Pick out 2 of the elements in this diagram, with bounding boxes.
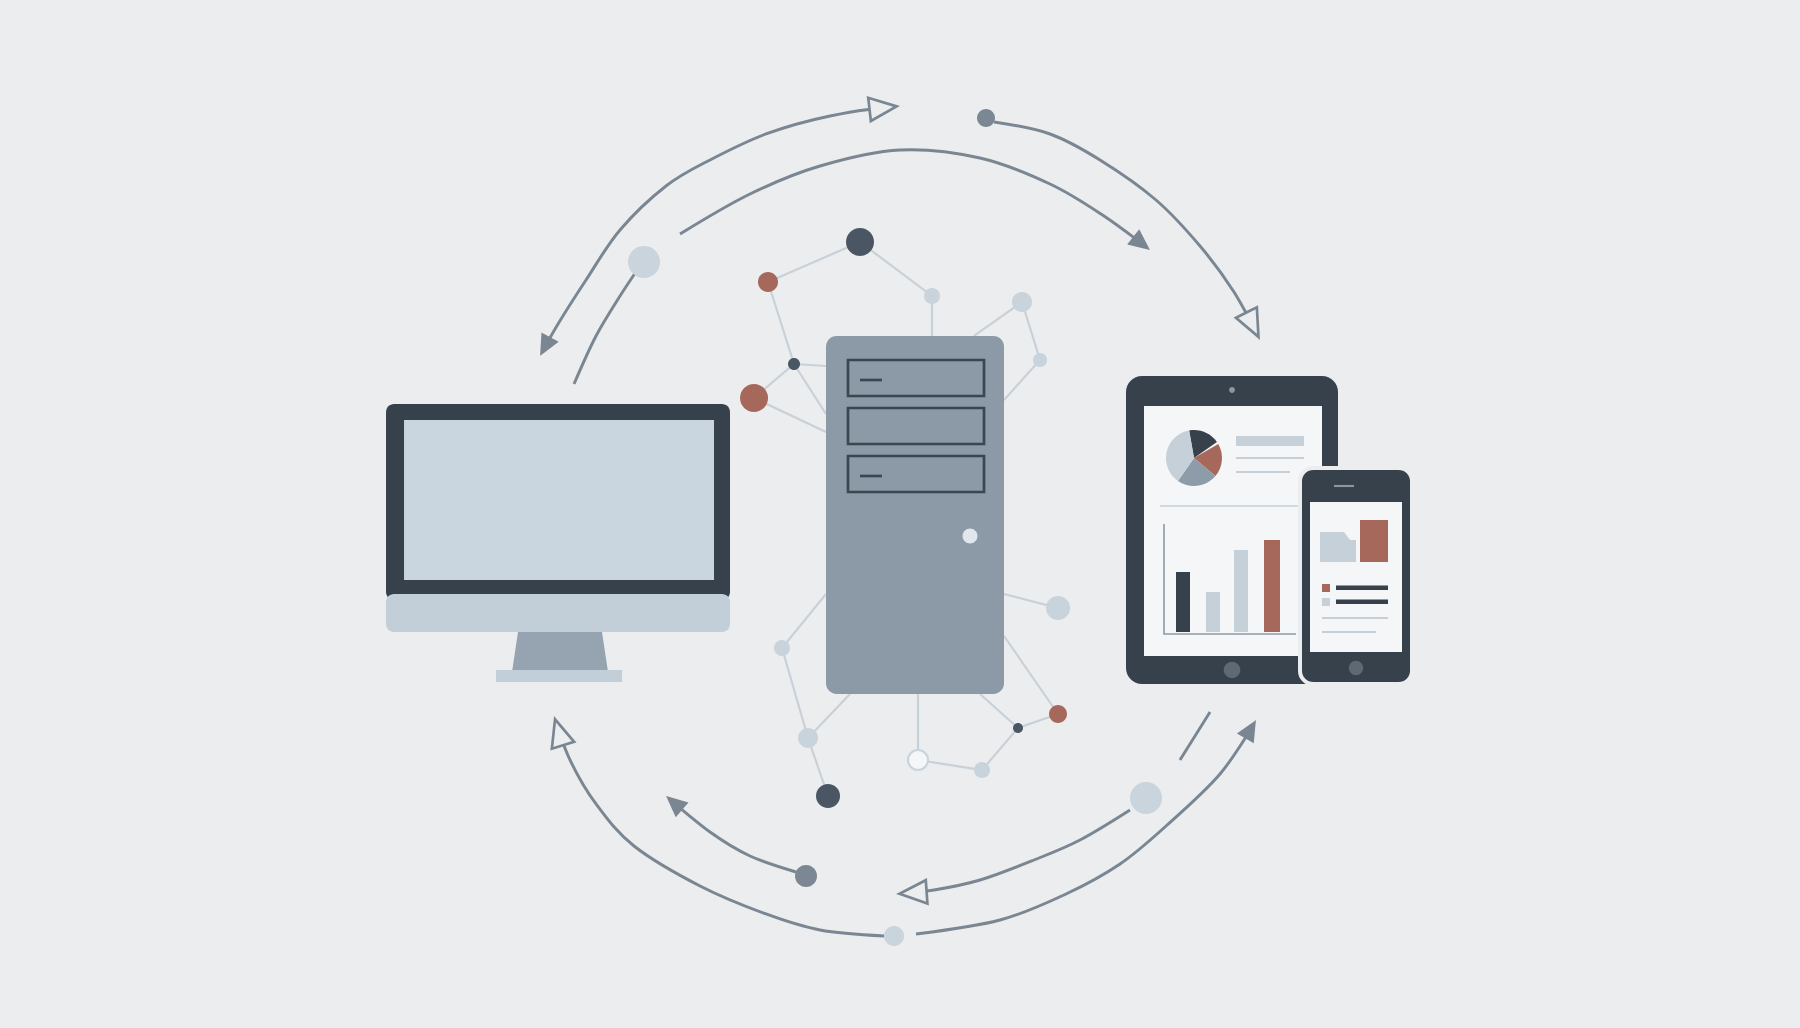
monitor-picture: [386, 404, 730, 682]
phone-picture: [1298, 466, 1414, 686]
